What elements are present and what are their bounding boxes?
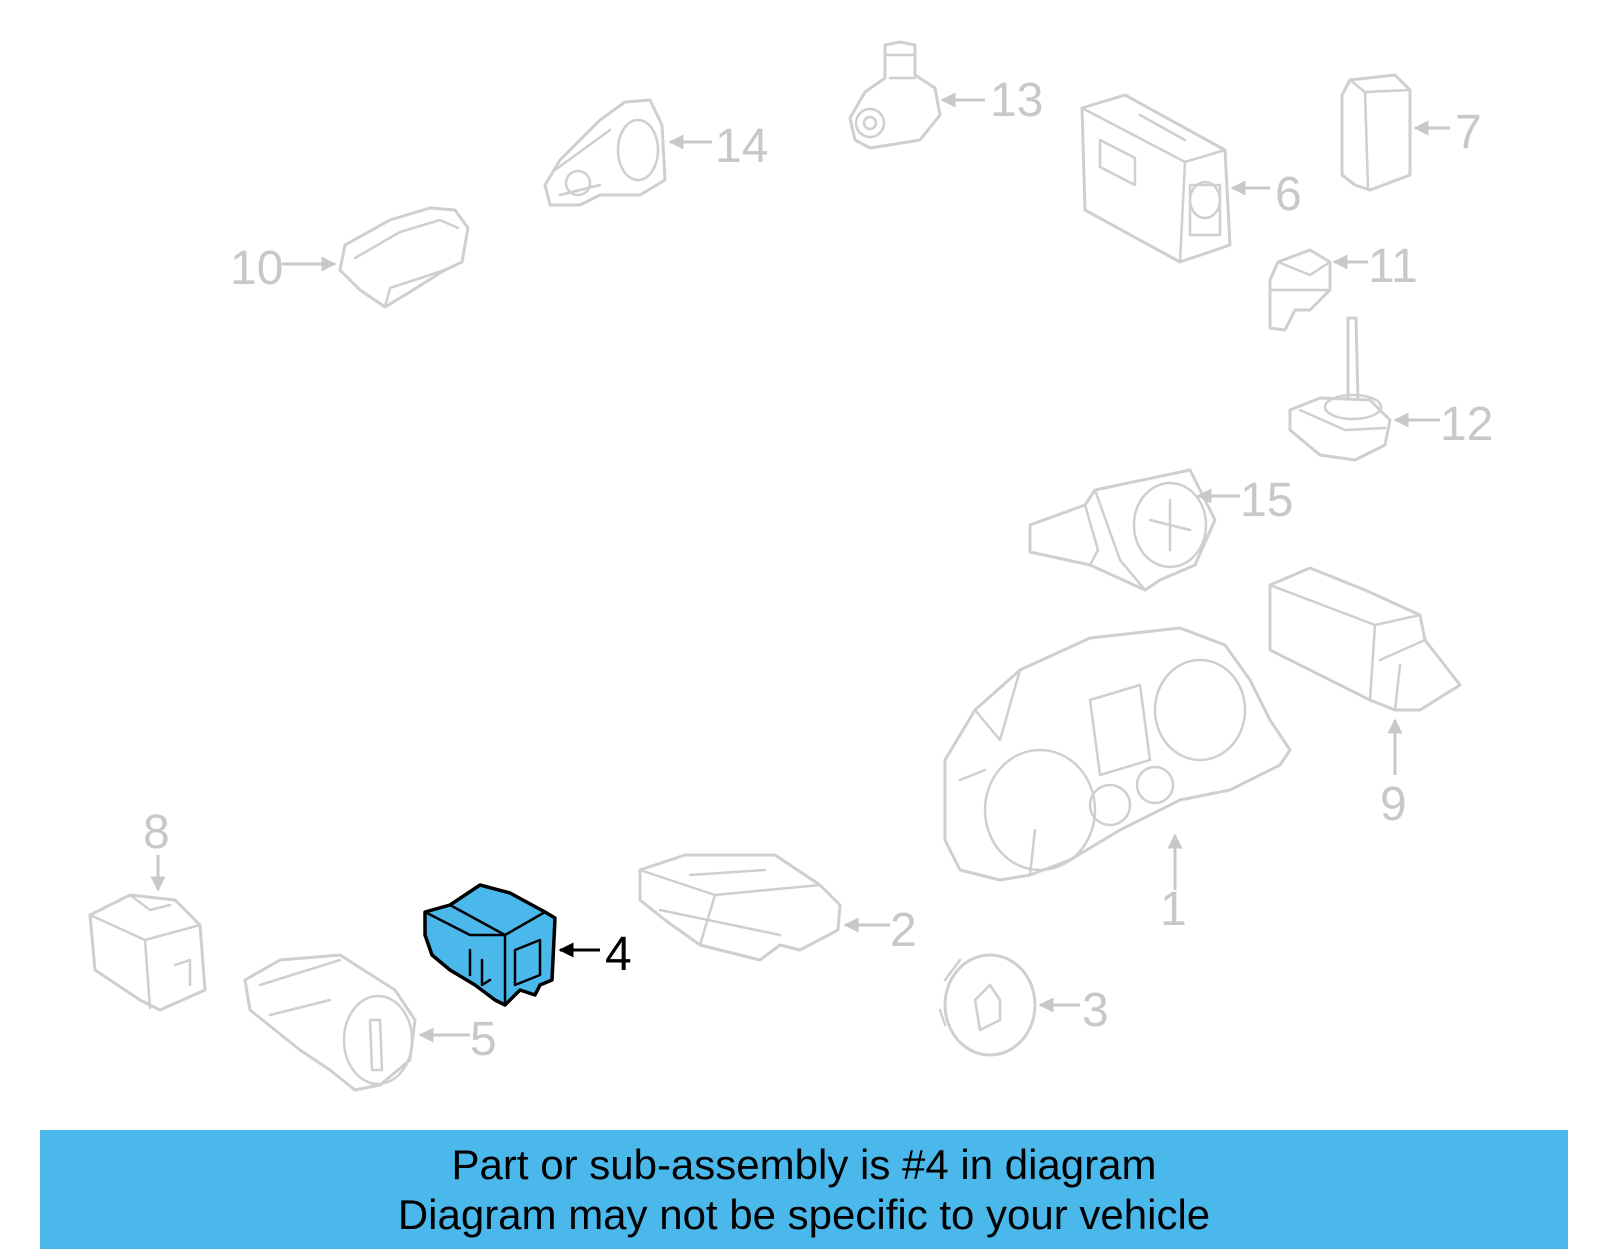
part-15-switch[interactable]: 15 (1028, 468, 1293, 592)
part-11-bulb-socket[interactable]: 11 (1268, 240, 1418, 332)
footer-line-1: Part or sub-assembly is #4 in diagram (451, 1140, 1157, 1188)
callout-15[interactable]: 15 (1240, 474, 1293, 527)
part-10-cover[interactable]: 10 (230, 206, 470, 309)
callout-10[interactable]: 10 (230, 242, 283, 295)
callout-2[interactable]: 2 (890, 904, 917, 957)
part-3-round-switch[interactable]: 3 (938, 953, 1109, 1057)
callout-12[interactable]: 12 (1440, 398, 1493, 451)
footer-banner: Part or sub-assembly is #4 in diagram Di… (40, 1130, 1568, 1249)
callout-5[interactable]: 5 (470, 1013, 497, 1066)
part-1-instrument-cluster[interactable]: 1 (943, 626, 1292, 936)
callout-11[interactable]: 11 (1368, 240, 1418, 293)
callout-3[interactable]: 3 (1082, 984, 1109, 1037)
part-6-switch[interactable]: 6 (1080, 93, 1302, 264)
callout-1[interactable]: 1 (1160, 883, 1187, 936)
part-4-highlighted[interactable]: 4 (423, 883, 632, 1007)
part-9-module[interactable]: 9 (1268, 566, 1462, 831)
part-8-switch[interactable]: 8 (88, 806, 207, 1012)
callout-8[interactable]: 8 (143, 806, 170, 859)
footer-line-2: Diagram may not be specific to your vehi… (397, 1190, 1211, 1238)
part-14-bracket[interactable]: 14 (543, 98, 768, 207)
callout-7[interactable]: 7 (1455, 106, 1482, 159)
part-12-sensor-rod[interactable]: 12 (1288, 316, 1493, 462)
callout-9[interactable]: 9 (1380, 778, 1407, 831)
callout-14[interactable]: 14 (715, 120, 768, 173)
callout-6[interactable]: 6 (1275, 168, 1302, 221)
part-2-control-unit[interactable]: 2 (638, 853, 917, 962)
part-13-sensor[interactable]: 13 (848, 40, 1043, 150)
callout-4[interactable]: 4 (605, 928, 632, 981)
callout-13[interactable]: 13 (990, 74, 1043, 127)
part-7-clip[interactable]: 7 (1340, 73, 1482, 192)
part-5-light-switch[interactable]: 5 (243, 953, 497, 1092)
